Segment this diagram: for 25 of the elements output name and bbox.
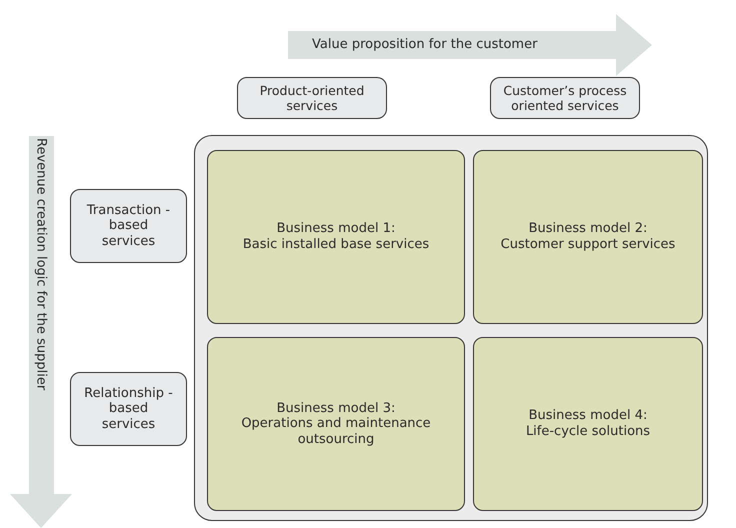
row-header-box bbox=[70, 372, 187, 446]
model-title: Business model 4: bbox=[528, 408, 648, 424]
business-model-box bbox=[473, 337, 703, 511]
row-header-box bbox=[70, 189, 187, 263]
model-title: Business model 1: bbox=[276, 221, 396, 237]
label-text: Relationship -based services bbox=[83, 386, 174, 432]
model-description: Life-cycle solutions bbox=[524, 424, 652, 440]
label-text: Value proposition for the customer bbox=[311, 37, 538, 53]
model-title: Business model 3: bbox=[276, 400, 396, 416]
label-text: Customer’s process oriented services bbox=[502, 83, 628, 113]
matrix-panel bbox=[194, 135, 708, 521]
business-model-box bbox=[207, 150, 465, 324]
direction-arrow bbox=[10, 136, 72, 528]
model-title: Business model 2: bbox=[528, 221, 648, 237]
column-header-box bbox=[490, 77, 640, 119]
direction-arrow bbox=[288, 14, 652, 76]
business-model-box bbox=[207, 337, 465, 511]
label-text: Transaction -based services bbox=[86, 202, 172, 250]
axis-label: Revenue creation logic for the supplier bbox=[34, 138, 48, 390]
label-text: Product-oriented services bbox=[258, 83, 366, 113]
model-description: Basic installed base services bbox=[242, 237, 430, 253]
column-header-box bbox=[237, 77, 387, 119]
model-description: Operations and maintenance outsourcing bbox=[240, 416, 432, 448]
business-model-box bbox=[473, 150, 703, 324]
model-description: Customer support services bbox=[500, 237, 676, 253]
